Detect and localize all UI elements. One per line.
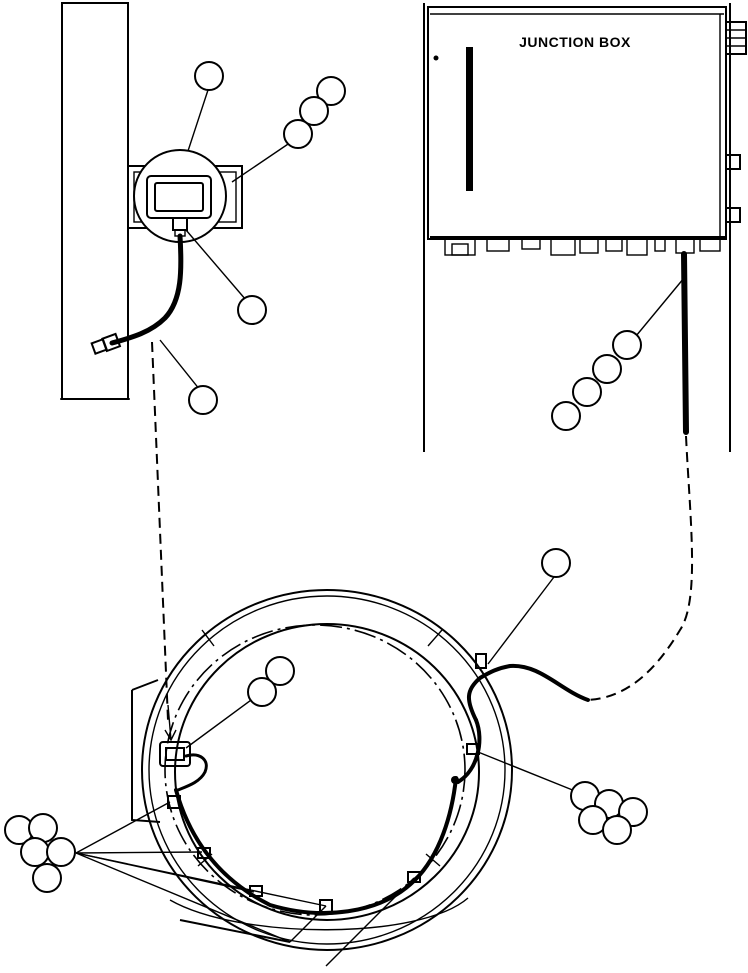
junction-callout-leader (635, 277, 685, 337)
callout-bubble (541, 548, 571, 578)
callout-bubble (32, 863, 62, 893)
callout-bubble (551, 401, 581, 431)
junction-callouts (551, 330, 642, 431)
sensor-callouts (188, 61, 346, 415)
ring-sensor (159, 704, 208, 792)
junction-box: JUNCTION BOX (423, 3, 747, 452)
callout-bubble (194, 61, 224, 91)
callout-bubble (316, 76, 346, 106)
assembly-callouts (4, 548, 648, 893)
callout-bubble (283, 119, 313, 149)
junction-box-label: JUNCTION BOX (519, 34, 631, 50)
callout-bubble (572, 377, 602, 407)
dashed-routing-lines (151, 341, 694, 721)
assembly-callout-leaders (75, 576, 581, 967)
sensor-housing (133, 149, 227, 243)
callout-bubble (237, 295, 267, 325)
callout-bubble (602, 815, 632, 845)
callout-bubble (592, 354, 622, 384)
callout-bubble (265, 656, 295, 686)
callout-bubble (247, 677, 277, 707)
callout-bubble (46, 837, 76, 867)
circular-assembly (131, 589, 513, 951)
callout-bubble (188, 385, 218, 415)
junction-box-cable (681, 251, 689, 435)
sensor-cable (90, 233, 184, 355)
callout-bubble (612, 330, 642, 360)
callout-bubble (20, 837, 50, 867)
callout-bubble (299, 96, 329, 126)
ring-harness (167, 653, 590, 915)
sensor-callout-leaders (159, 89, 298, 391)
